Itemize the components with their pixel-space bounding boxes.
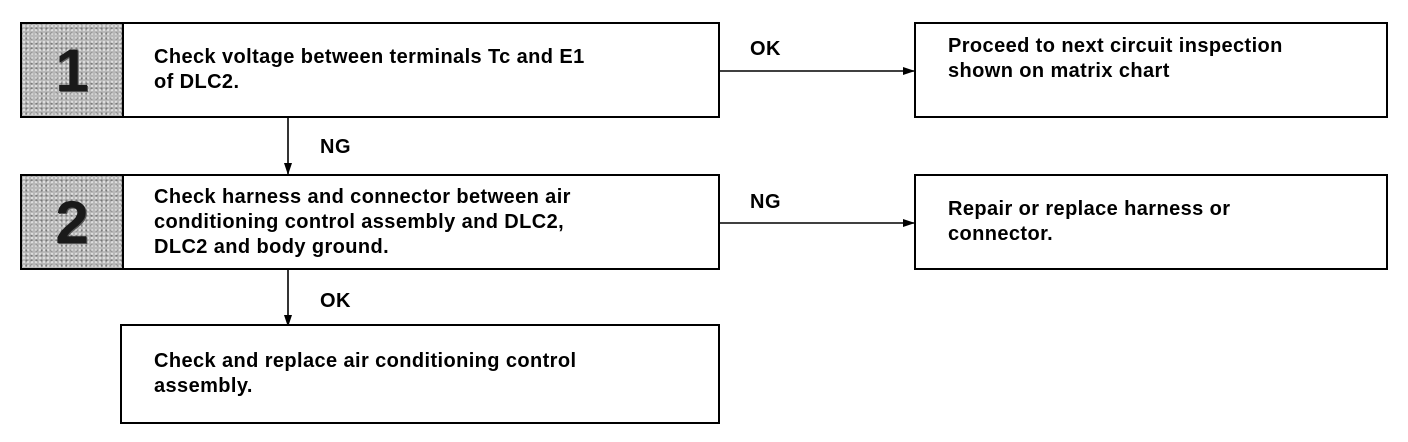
step-1-ok-outcome-text: Proceed to next circuit inspection shown… [948,35,1283,82]
step-1-box: 1 Check voltage between terminals Tc and… [20,22,720,118]
step-1-number: 1 [22,24,124,116]
step-2-box: 2 Check harness and connector between ai… [20,174,720,270]
final-action-text: Check and replace air conditioning contr… [154,350,577,397]
label-step1-ok: OK [750,38,781,60]
step-2-ng-outcome-text: Repair or replace harness or connector. [948,198,1231,245]
step-2-text: Check harness and connector between air … [154,185,571,258]
label-step1-ng: NG [320,136,351,158]
final-action-box: Check and replace air conditioning contr… [120,324,720,424]
label-step2-ok: OK [320,290,351,312]
step-1-text: Check voltage between terminals Tc and E… [154,46,585,93]
step-1-ok-outcome-box: Proceed to next circuit inspection shown… [914,22,1388,118]
step-2-number: 2 [22,176,124,268]
step-2-ng-outcome-box: Repair or replace harness or connector. [914,174,1388,270]
label-step2-ng: NG [750,191,781,213]
